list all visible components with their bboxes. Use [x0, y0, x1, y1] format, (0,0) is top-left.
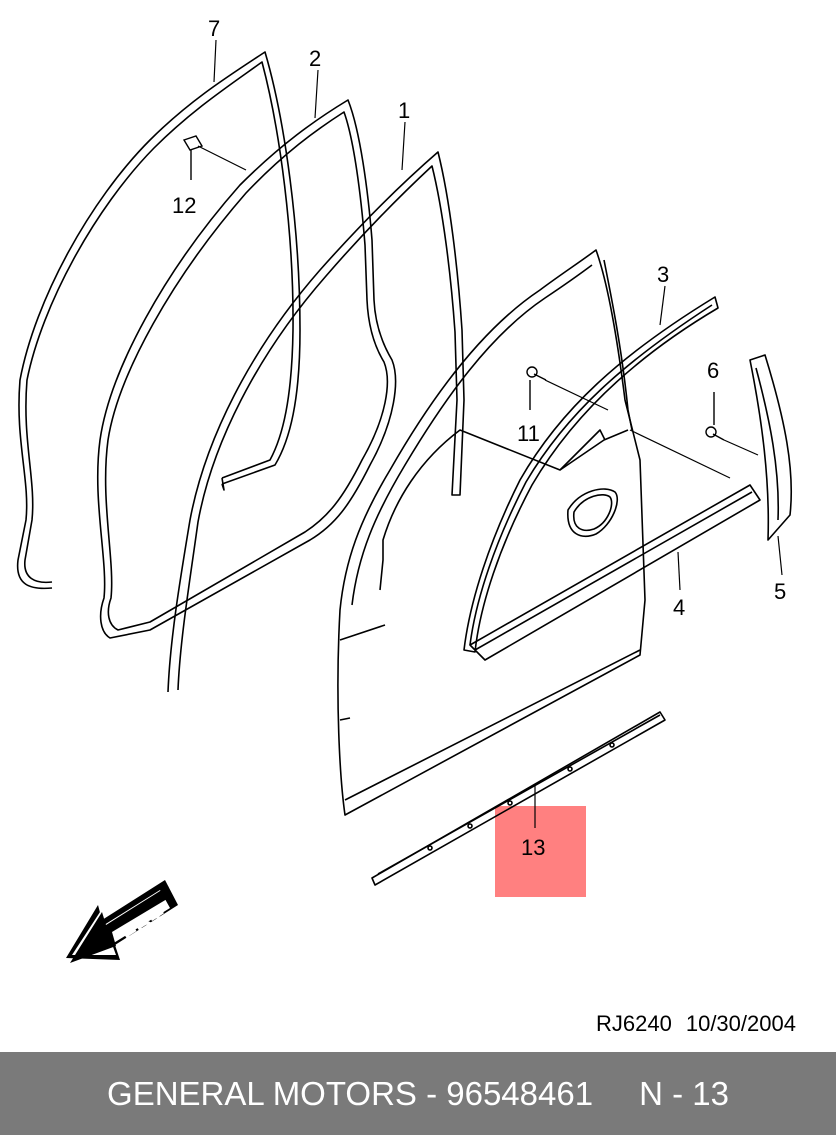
part-13-strip: [371, 711, 666, 886]
reference-label: RJ6240 10/30/2004: [596, 1011, 810, 1037]
leader-lines: [197, 39, 783, 828]
callout-2: 2: [309, 46, 321, 71]
footer-part-text: GENERAL MOTORS - 96548461: [107, 1074, 594, 1112]
part-3-channel: [463, 296, 719, 653]
part-7-weatherstrip: [16, 51, 301, 590]
parts-diagram: 7 2 1 12 3 6 11 4 5 13 FRT: [16, 16, 793, 963]
part-2-weatherstrip: [96, 99, 397, 639]
callout-11: 11: [517, 421, 540, 446]
callout-4: 4: [673, 595, 685, 620]
callout-12: 12: [172, 193, 196, 218]
highlight-box-13: [495, 806, 586, 897]
reference-date: 10/30/2004: [685, 1011, 796, 1036]
part-12-clip: [182, 135, 204, 180]
callout-3: 3: [657, 262, 669, 287]
callout-13: 13: [521, 835, 545, 860]
callout-1: 1: [398, 98, 410, 123]
footer-bar: GENERAL MOTORS - 96548461 N - 13: [0, 1052, 836, 1135]
part-1-weatherstrip: [167, 151, 465, 693]
door-shell: [337, 249, 646, 816]
reference-code: RJ6240: [596, 1011, 672, 1036]
callout-6: 6: [707, 358, 719, 383]
part-11-screw: [526, 366, 547, 410]
part-4-molding: [469, 484, 761, 661]
callout-5: 5: [774, 579, 786, 604]
callout-7: 7: [208, 16, 220, 41]
front-arrow-icon: FRT: [66, 880, 178, 963]
part-5-trim: [749, 354, 793, 541]
part-6-screw: [705, 392, 725, 441]
footer-page-text: N - 13: [639, 1074, 729, 1112]
